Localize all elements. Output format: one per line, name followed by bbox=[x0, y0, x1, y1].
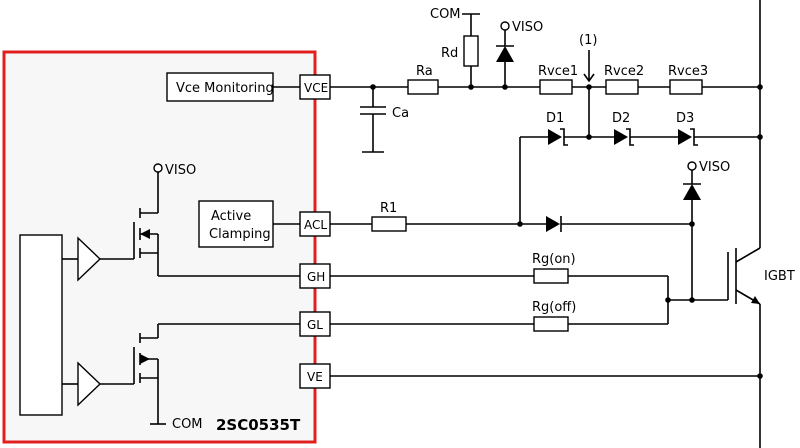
igbt-label: IGBT bbox=[764, 269, 795, 284]
viso-driver-label: VISO bbox=[165, 163, 196, 178]
vce-monitoring-label: Vce Monitoring bbox=[176, 81, 274, 96]
viso-right-terminal bbox=[687, 161, 697, 171]
diode-viso-right-icon bbox=[683, 184, 701, 200]
rvce2-resistor bbox=[605, 79, 639, 95]
rvce1-label: Rvce1 bbox=[538, 64, 578, 79]
pin-ve: VE bbox=[299, 363, 331, 389]
active-clamping-block bbox=[198, 200, 274, 248]
active-clamping-label-2: Clamping bbox=[209, 227, 271, 242]
rvce3-resistor bbox=[669, 79, 703, 95]
rd-resistor bbox=[463, 35, 479, 67]
com-driver-label: COM bbox=[172, 417, 203, 432]
rvce1-resistor bbox=[539, 79, 573, 95]
rg-on-resistor bbox=[533, 268, 569, 284]
pin-gh: GH bbox=[299, 263, 331, 289]
ra-resistor bbox=[407, 79, 439, 95]
d1-label: D1 bbox=[546, 111, 564, 126]
r1-label: R1 bbox=[380, 201, 397, 216]
logic-block bbox=[19, 234, 63, 416]
com-top-label: COM bbox=[430, 7, 461, 22]
igbt-icon bbox=[727, 247, 761, 305]
buffer-low-icon bbox=[77, 361, 102, 407]
svg-text:VE: VE bbox=[307, 370, 323, 384]
svg-text:VCE: VCE bbox=[304, 81, 328, 95]
diode-viso-top-icon bbox=[496, 46, 514, 62]
d2-label: D2 bbox=[612, 111, 630, 126]
acl-diode-icon bbox=[546, 216, 562, 232]
svg-text:GL: GL bbox=[307, 318, 323, 332]
driver-part-number: 2SC0535T bbox=[216, 416, 301, 434]
rd-label: Rd bbox=[441, 46, 458, 61]
d3-label: D3 bbox=[676, 111, 694, 126]
mosfet-low-icon bbox=[133, 333, 159, 384]
viso-right-label: VISO bbox=[699, 160, 730, 175]
mosfet-high-icon bbox=[133, 208, 159, 259]
pin-vce: VCE bbox=[299, 74, 331, 100]
pin-acl: ACL bbox=[299, 211, 331, 237]
ca-label: Ca bbox=[392, 106, 409, 121]
viso-driver-terminal bbox=[153, 163, 163, 173]
node-1-label: (1) bbox=[579, 33, 597, 48]
rg-on-label: Rg(on) bbox=[532, 252, 576, 267]
rg-off-resistor bbox=[533, 316, 569, 332]
rg-off-label: Rg(off) bbox=[532, 300, 576, 315]
svg-text:GH: GH bbox=[307, 270, 325, 284]
viso-top-terminal bbox=[500, 21, 510, 31]
ra-label: Ra bbox=[416, 64, 433, 79]
r1-resistor bbox=[371, 216, 407, 232]
active-clamping-label-1: Active bbox=[211, 209, 251, 224]
pin-gl: GL bbox=[299, 311, 331, 337]
rvce2-label: Rvce2 bbox=[604, 64, 644, 79]
rvce3-label: Rvce3 bbox=[668, 64, 708, 79]
svg-text:ACL: ACL bbox=[304, 218, 327, 232]
viso-top-label: VISO bbox=[512, 20, 543, 35]
buffer-high-icon bbox=[77, 236, 102, 282]
